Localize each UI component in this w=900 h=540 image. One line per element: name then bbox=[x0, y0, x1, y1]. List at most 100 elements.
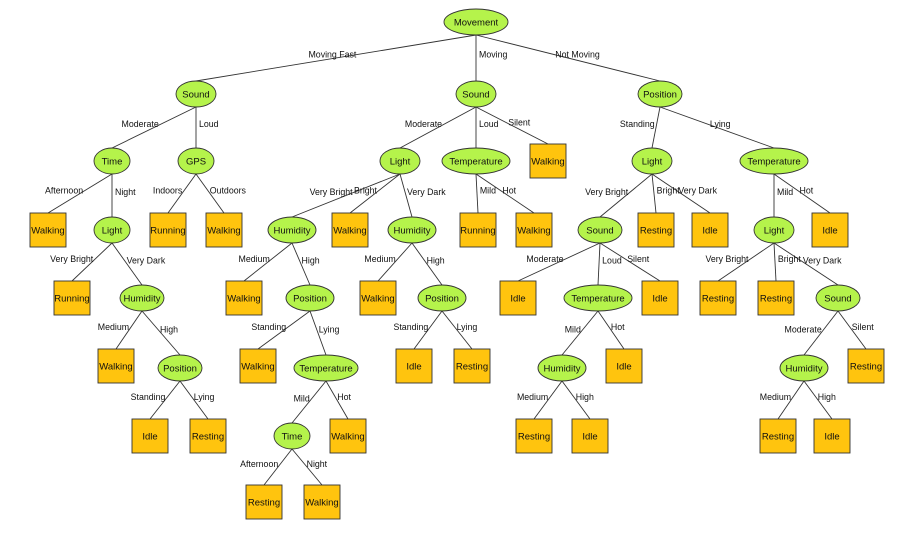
decision-ellipse bbox=[637, 80, 683, 108]
edge-line bbox=[243, 242, 293, 282]
edge-label: Moving Fast bbox=[308, 49, 356, 59]
decision-ellipse bbox=[119, 284, 165, 312]
edge-label: Silent bbox=[508, 118, 531, 128]
decision-ellipse bbox=[537, 354, 587, 382]
edge-line bbox=[597, 242, 601, 286]
node-label: Idle bbox=[822, 225, 837, 236]
edge-line bbox=[325, 380, 349, 420]
edge-line bbox=[115, 310, 143, 350]
edge-line bbox=[651, 106, 661, 149]
node-label: Resting bbox=[850, 361, 882, 372]
node-label: Position bbox=[425, 293, 459, 304]
leaf-node: Walking bbox=[97, 348, 135, 384]
leaf-box bbox=[205, 212, 243, 248]
leaf-box bbox=[499, 280, 537, 316]
leaf-box bbox=[53, 280, 91, 316]
edge-line bbox=[837, 310, 867, 350]
node-label: Idle bbox=[702, 225, 717, 236]
edge-label: Bright bbox=[657, 185, 681, 195]
edge-line bbox=[291, 173, 401, 218]
edge-label: Mild bbox=[777, 187, 793, 197]
decision-node: Position bbox=[417, 284, 467, 312]
edge-label: Mild bbox=[294, 394, 310, 404]
decision-ellipse bbox=[631, 147, 673, 175]
node-label: Walking bbox=[517, 225, 550, 236]
leaf-box bbox=[641, 280, 679, 316]
node-label: Idle bbox=[406, 361, 421, 372]
edge-line bbox=[149, 380, 181, 420]
edge-label: Night bbox=[307, 459, 328, 469]
decision-node: Position bbox=[637, 80, 683, 108]
decision-node: Temperature bbox=[739, 147, 809, 175]
leaf-node: Walking bbox=[303, 484, 341, 520]
decision-ellipse bbox=[387, 216, 437, 244]
edge-label: Medium bbox=[364, 254, 395, 264]
node-label: Light bbox=[102, 225, 123, 236]
edge-label: Medium bbox=[239, 254, 270, 264]
leaf-node: Idle bbox=[395, 348, 433, 384]
node-label: Walking bbox=[227, 293, 260, 304]
leaf-node: Idle bbox=[605, 348, 643, 384]
decision-ellipse bbox=[443, 8, 509, 36]
node-label: Running bbox=[150, 225, 185, 236]
edge-label: Medium bbox=[98, 322, 129, 332]
edge-label: Very Dark bbox=[803, 256, 842, 266]
leaf-node: Walking bbox=[515, 212, 553, 248]
edge-line bbox=[47, 173, 113, 214]
decision-ellipse bbox=[93, 216, 131, 244]
node-label: Resting bbox=[760, 293, 792, 304]
edge-label: Standing bbox=[251, 322, 286, 332]
edge-label: High bbox=[427, 256, 445, 266]
leaf-box bbox=[329, 418, 367, 454]
edge-line bbox=[377, 242, 413, 282]
leaf-node: Idle bbox=[813, 418, 851, 454]
leaf-node: Walking bbox=[529, 143, 567, 179]
decision-node: Sound bbox=[577, 216, 623, 244]
edge-line bbox=[291, 242, 311, 286]
leaf-box bbox=[515, 418, 553, 454]
edge-line bbox=[257, 310, 311, 350]
edge-label: Afternoon bbox=[45, 185, 83, 195]
edge-label: Bright bbox=[778, 254, 802, 264]
decision-ellipse bbox=[157, 354, 203, 382]
edge-label: Moderate bbox=[785, 324, 822, 334]
decision-ellipse bbox=[577, 216, 623, 244]
edge-line bbox=[179, 380, 209, 420]
edge-label: Outdoors bbox=[210, 185, 247, 195]
leaf-node: Resting bbox=[515, 418, 553, 454]
edge-line bbox=[111, 242, 143, 286]
leaf-node: Idle bbox=[571, 418, 609, 454]
edge-line bbox=[349, 173, 401, 214]
decision-node: Humidity bbox=[779, 354, 829, 382]
leaf-node: Walking bbox=[29, 212, 67, 248]
edge-line bbox=[399, 106, 477, 149]
node-label: Humidity bbox=[124, 293, 161, 304]
edge-label: Silent bbox=[852, 322, 875, 332]
node-label: Idle bbox=[510, 293, 525, 304]
edge-line bbox=[599, 242, 661, 282]
decision-node: Temperature bbox=[293, 354, 359, 382]
edge-line bbox=[561, 310, 599, 356]
edge-line bbox=[659, 106, 775, 149]
node-label: Resting bbox=[192, 431, 224, 442]
edge-line bbox=[773, 173, 831, 214]
edge-label: High bbox=[818, 392, 836, 402]
leaf-box bbox=[245, 484, 283, 520]
edge-label: Not Moving bbox=[555, 49, 600, 59]
leaf-box bbox=[331, 212, 369, 248]
node-label: Temperature bbox=[747, 156, 800, 167]
node-label: Position bbox=[293, 293, 327, 304]
edge-line bbox=[111, 106, 197, 149]
decision-node: Sound bbox=[175, 80, 217, 108]
edge-line bbox=[399, 173, 413, 218]
node-label: Position bbox=[643, 89, 677, 100]
node-label: Idle bbox=[142, 431, 157, 442]
node-label: Idle bbox=[616, 361, 631, 372]
leaf-box bbox=[149, 212, 187, 248]
decision-node: Humidity bbox=[119, 284, 165, 312]
leaf-node: Walking bbox=[331, 212, 369, 248]
edge-label: Lying bbox=[319, 324, 340, 334]
decision-ellipse bbox=[815, 284, 861, 312]
